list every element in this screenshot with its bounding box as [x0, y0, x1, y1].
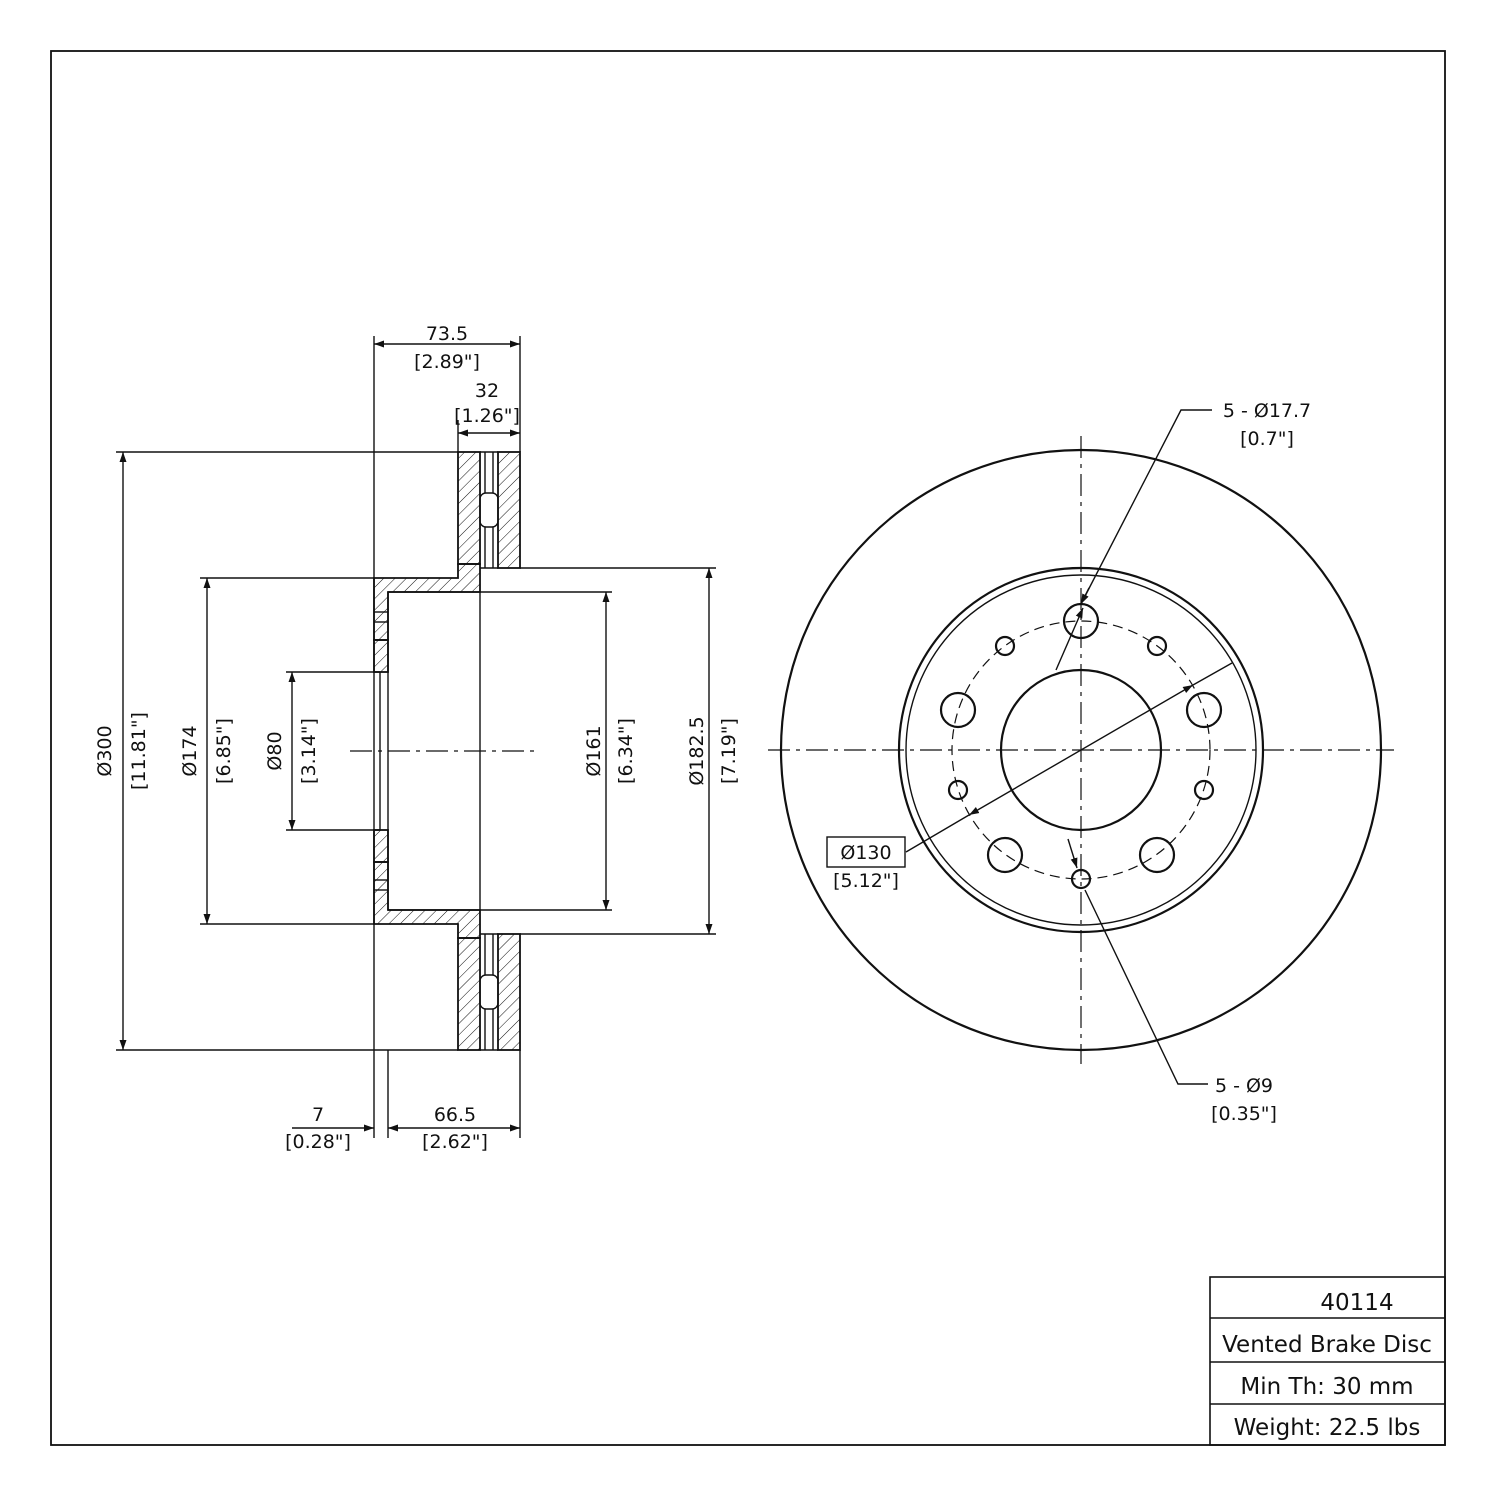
bolt-circle-label-box	[826, 836, 906, 868]
hat-inner-dia-inch-label: [6.34"]	[615, 718, 637, 784]
hat-outer-dia-inch-label: [6.85"]	[213, 718, 235, 784]
overall-width-label: 73.5	[426, 323, 468, 345]
hub-section-top	[373, 563, 481, 641]
side-section-view: 73.5 [2.89"] 32 [1.26"] 7 [0.28"] 66.5 […	[94, 323, 740, 1153]
small-holes-label: 5 - Ø9	[1215, 1075, 1273, 1097]
part-number: 40114	[1320, 1290, 1393, 1316]
outer-dia-label: Ø300	[94, 725, 116, 776]
bolt-circle-dim-line	[968, 684, 1194, 816]
bolt-circle-label: Ø130	[840, 842, 891, 864]
hub-section-bottom	[373, 861, 481, 939]
bolt-circle-inch-label: [5.12"]	[833, 870, 899, 892]
weight: Weight: 22.5 lbs	[1234, 1415, 1421, 1441]
center-bore-inch-label: [3.14"]	[298, 718, 320, 784]
friction-plate-inboard-bottom	[497, 933, 521, 1051]
bolt-holes-label: 5 - Ø17.7	[1223, 400, 1311, 422]
friction-inner-dia-inch-label: [7.19"]	[718, 718, 740, 784]
min-thickness: Min Th: 30 mm	[1240, 1374, 1413, 1400]
part-description: Vented Brake Disc	[1222, 1332, 1432, 1358]
bolt-hole	[986, 836, 1024, 874]
front-view: 5 - Ø17.7 [0.7"] 5 - Ø9 [0.35"] Ø130 [5.…	[768, 400, 1394, 1125]
small-hole	[947, 779, 969, 801]
mount-face-bottom	[373, 829, 389, 863]
friction-inner-dia-label: Ø182.5	[686, 716, 708, 785]
leader-small-holes	[1084, 889, 1208, 1085]
center-bore-label: Ø80	[264, 731, 286, 770]
small-hole	[1070, 868, 1092, 890]
offset-label: 7	[312, 1104, 324, 1126]
mount-face-top	[373, 639, 389, 673]
bolt-hole	[939, 691, 977, 729]
drawing-border	[50, 50, 1446, 1446]
title-block: 40114 Vented Brake Disc Min Th: 30 mm We…	[1209, 1276, 1446, 1446]
small-hole	[1193, 779, 1215, 801]
hat-depth-inch-label: [2.62"]	[422, 1131, 488, 1153]
bolt-holes-inch-label: [0.7"]	[1240, 428, 1294, 450]
small-holes-inch-label: [0.35"]	[1211, 1103, 1277, 1125]
small-hole	[1146, 635, 1168, 657]
offset-inch-label: [0.28"]	[285, 1131, 351, 1153]
vent-vane-bottom	[479, 974, 499, 1010]
friction-plate-outboard-top	[457, 451, 481, 565]
friction-plate-outboard-bottom	[457, 937, 481, 1051]
hat-depth-label: 66.5	[434, 1104, 476, 1126]
outer-dia-inch-label: [11.81"]	[128, 712, 150, 790]
bolt-hole	[1138, 836, 1176, 874]
friction-width-inch-label: [1.26"]	[454, 405, 520, 427]
overall-width-inch-label: [2.89"]	[414, 351, 480, 373]
vent-vane-top	[479, 492, 499, 528]
hat-outer-dia-label: Ø174	[179, 725, 201, 776]
hat-inner-dia-label: Ø161	[583, 725, 605, 776]
leader-bolt-holes	[1080, 409, 1212, 605]
friction-plate-inboard-top	[497, 451, 521, 569]
small-hole	[994, 635, 1016, 657]
friction-width-label: 32	[475, 380, 499, 402]
